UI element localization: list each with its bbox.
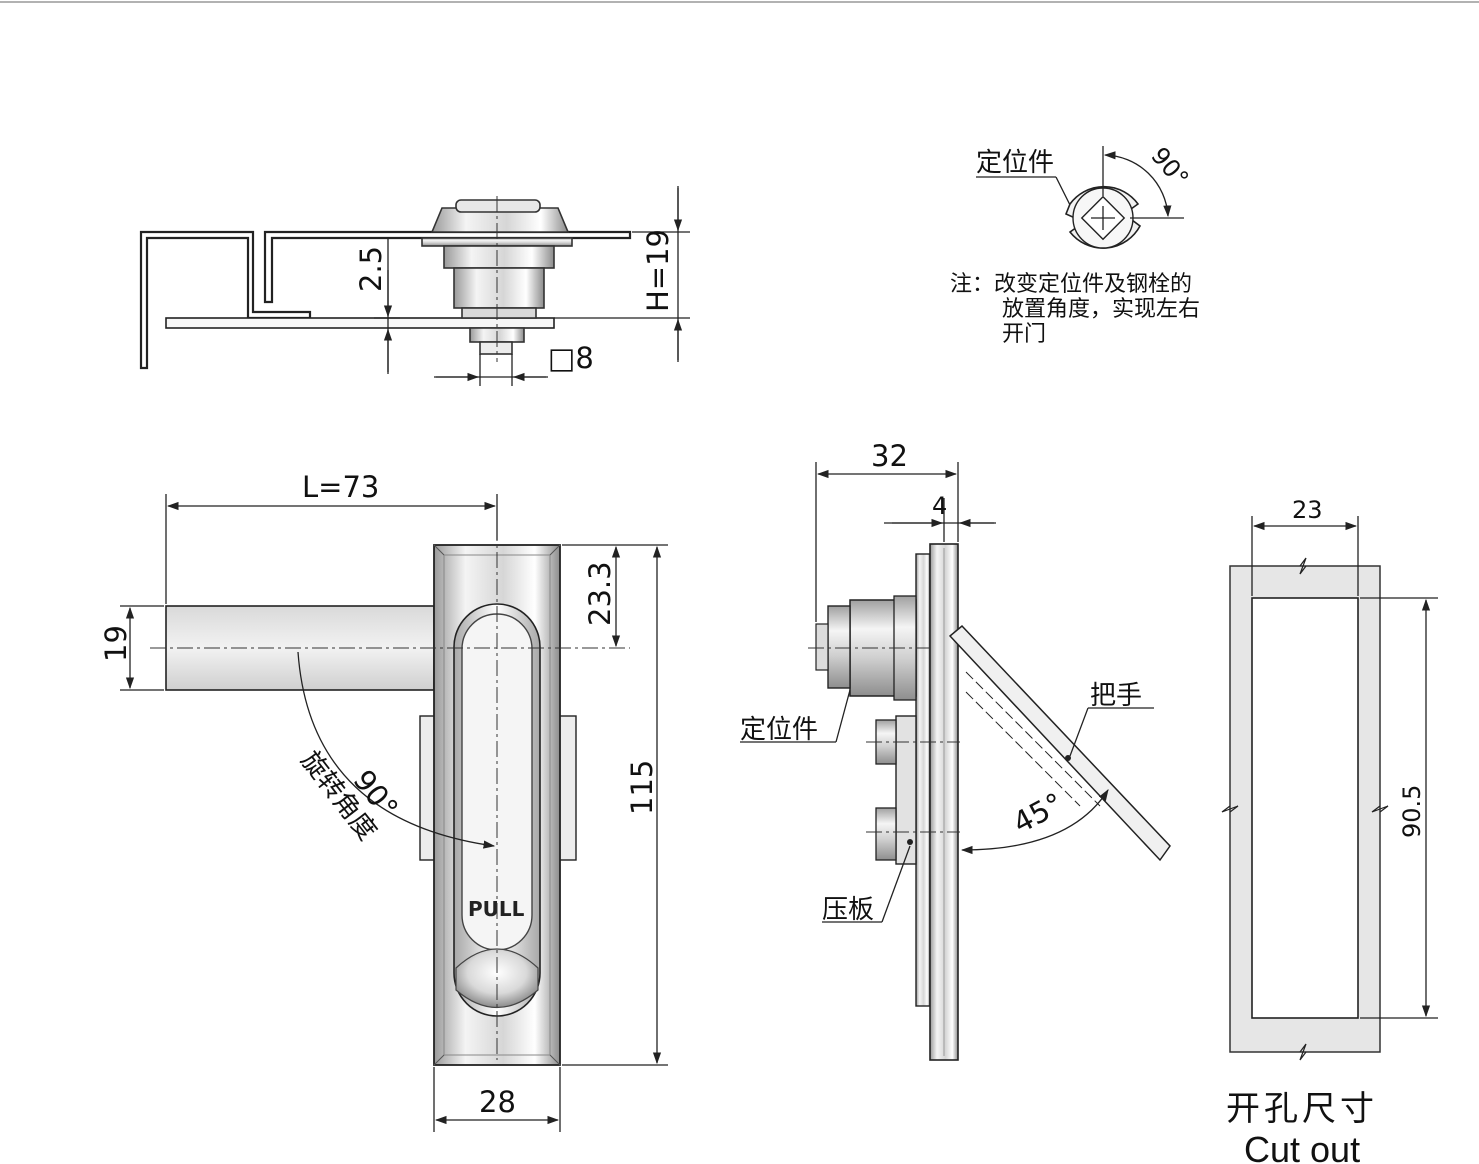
screw-2-head — [875, 807, 897, 861]
pressure-plate-label: 压板 — [822, 895, 874, 925]
lock-body — [443, 245, 555, 269]
handle-label: 把手 — [1090, 681, 1142, 711]
side-nut — [827, 605, 851, 689]
lock-cylinder — [453, 267, 545, 309]
mounting-plate — [165, 317, 555, 329]
dim-width: 28 — [479, 1085, 516, 1119]
side-mount-plate — [915, 553, 931, 1007]
lock-head-cap — [455, 199, 541, 213]
pull-text: PULL — [468, 897, 525, 921]
cutout-title-cn: 开孔尺寸 — [1226, 1089, 1378, 1129]
panel-profile — [139, 230, 312, 370]
cutout-height: 90.5 — [1398, 785, 1426, 838]
dim-length: L=73 — [302, 470, 379, 504]
dim-side-depth: 32 — [871, 439, 908, 473]
dim-depth: 2.5 — [354, 246, 388, 292]
dim-offset: 23.3 — [583, 561, 617, 626]
dim-handle-height: 19 — [99, 625, 133, 662]
cutout-width: 23 — [1292, 496, 1323, 524]
side-locator-label: 定位件 — [740, 715, 818, 745]
detail-locator-label: 定位件 — [976, 148, 1054, 178]
cutout-title-en: Cut out — [1244, 1129, 1360, 1164]
note-line2: 放置角度，实现左右 — [1002, 297, 1200, 322]
side-view: 32 4 定位件 把手 压板 45° — [740, 439, 1171, 1061]
dim-square: □8 — [548, 341, 594, 375]
dim-total-height: 115 — [625, 760, 659, 815]
pressure-plate — [895, 715, 917, 865]
cutout-view: 23 90.5 开孔尺寸 Cut out — [1221, 496, 1438, 1164]
side-lever — [948, 624, 1171, 862]
front-view: PULL L=73 19 23.3 115 28 90° 旋转角度 — [99, 470, 668, 1132]
top-view: 2.5 H=19 □8 — [139, 186, 690, 386]
locator-detail: 定位件 90° 注：改变定位件及钢栓的 放置角度，实现左右 开门 — [950, 142, 1200, 347]
note-line3: 开门 — [1002, 322, 1046, 347]
cutout-hole — [1251, 597, 1359, 1019]
square-shaft — [479, 341, 513, 355]
lock-head — [430, 207, 570, 233]
note-line1: 注：改变定位件及钢栓的 — [950, 272, 1192, 297]
lock-collar — [461, 307, 537, 319]
dim-height: H=19 — [641, 229, 675, 312]
dim-plate: 4 — [932, 492, 947, 520]
detail-angle: 90° — [1145, 142, 1194, 193]
door-profile — [263, 230, 632, 304]
